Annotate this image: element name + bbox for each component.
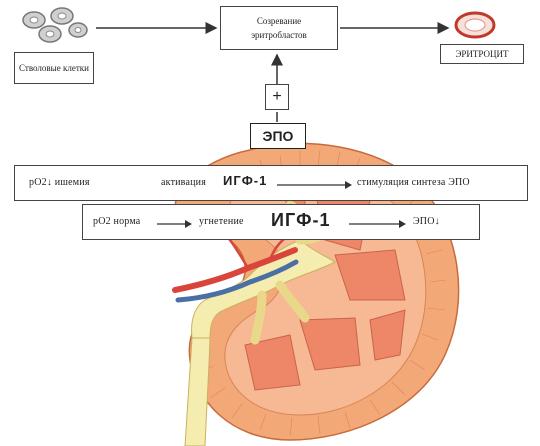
normal-condition: pO2 норма	[93, 216, 141, 227]
normal-arrow-1	[157, 220, 192, 228]
epo-box: ЭПО	[250, 123, 306, 149]
hypoxia-result: стимуляция синтеза ЭПО	[357, 177, 470, 188]
epo-label: ЭПО	[262, 128, 294, 144]
erythrocyte-label-box: ЭРИТРОЦИТ	[440, 44, 524, 64]
renal-pelvis	[191, 239, 337, 339]
plus-sign: +	[272, 88, 282, 105]
normal-igf: ИГФ-1	[271, 210, 331, 230]
kidney-pyramid	[244, 334, 301, 391]
kidney-pyramid	[299, 317, 361, 371]
maturation-box: Созревание эритробластов	[220, 6, 338, 50]
stem-cells-label: Стволовые клетки	[19, 63, 89, 73]
kidney-pyramid	[369, 309, 406, 361]
hypoxia-condition: pO2↓ ишемия	[29, 177, 90, 188]
top-arrows	[96, 22, 450, 122]
hypoxia-row-box: pO2↓ ишемия активация ИГФ-1 стимуляция с…	[14, 165, 528, 201]
renal-vein	[175, 259, 299, 303]
maturation-title: Созревание	[256, 16, 302, 26]
stem-cells-label-box: Стволовые клетки	[14, 52, 94, 84]
normal-action: угнетение	[199, 216, 244, 227]
normal-row-box: pO2 норма угнетение ИГФ-1 ЭПО↓	[82, 204, 480, 240]
erythrocyte-icon	[454, 11, 496, 39]
kidney-pyramid	[334, 249, 406, 301]
erythrocyte-label: ЭРИТРОЦИТ	[455, 49, 509, 59]
hypoxia-arrow	[277, 181, 352, 189]
maturation-subtitle: эритробластов	[251, 30, 307, 40]
hypoxia-action: активация	[161, 177, 207, 188]
hypoxia-igf: ИГФ-1	[223, 173, 268, 188]
normal-result: ЭПО↓	[413, 216, 440, 227]
normal-arrow-2	[349, 220, 406, 228]
stem-cells-icon	[22, 7, 88, 43]
ureter	[184, 337, 211, 446]
plus-box: +	[265, 84, 289, 110]
